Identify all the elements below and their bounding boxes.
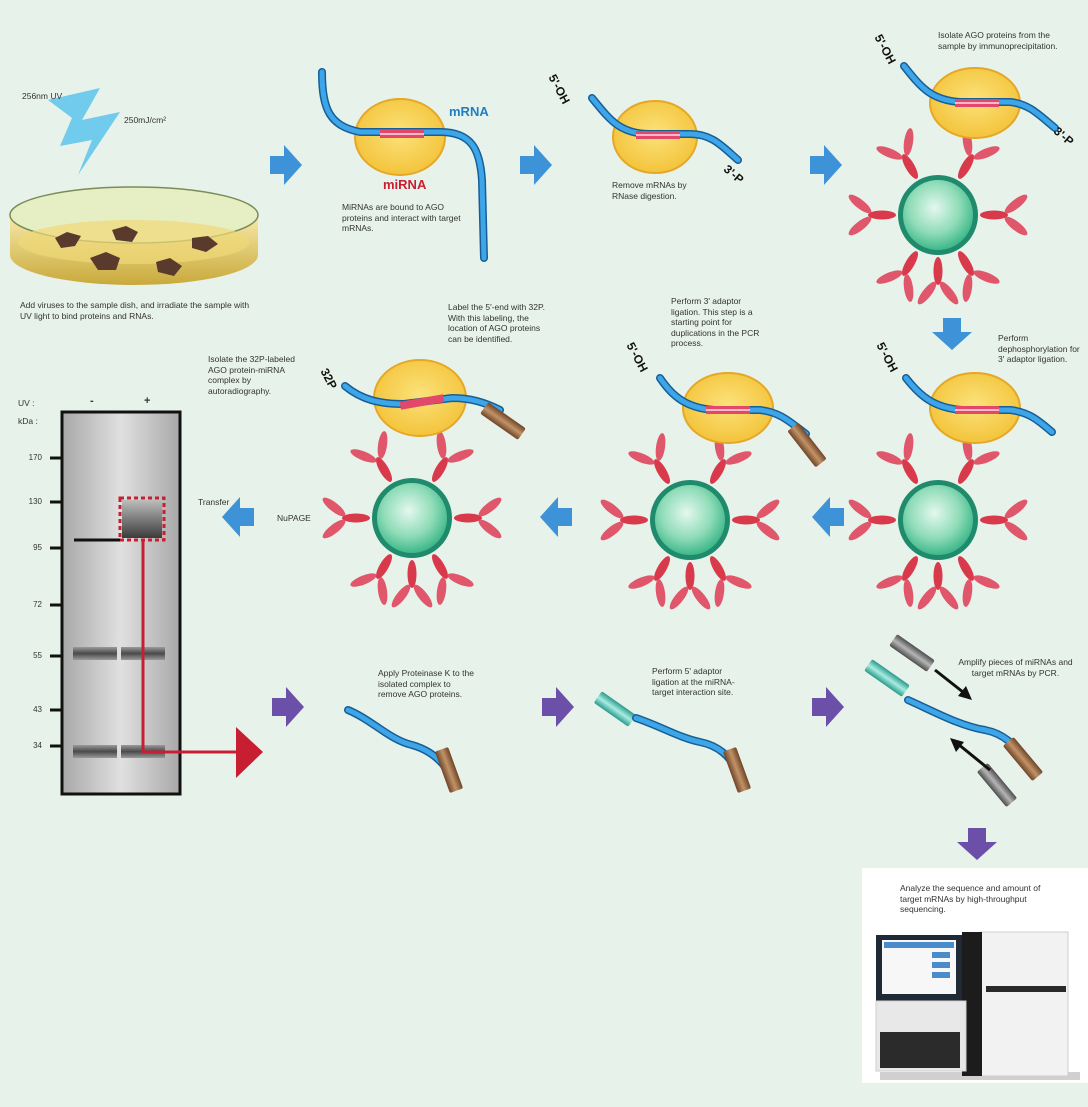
marker-55: 55 <box>33 651 42 660</box>
step12-text: Analyze the sequence and amount of targe… <box>900 883 1041 914</box>
step5-text: Perform dephosphorylation for 3' adaptor… <box>998 333 1080 364</box>
sequencer-machine-icon <box>862 868 1088 1083</box>
immunoprecipitation-bead <box>846 62 1059 307</box>
step7-text: Label the 5'-end with 32P. With this lab… <box>448 302 545 344</box>
step3-text: Remove mRNAs by RNase digestion. <box>612 180 687 201</box>
flow-arrow-6 <box>540 497 572 537</box>
marker-130: 130 <box>28 497 42 506</box>
flow-arrow-9 <box>542 687 574 727</box>
marker-72: 72 <box>33 600 42 609</box>
marker-43: 43 <box>33 705 42 714</box>
gel-kda-label: kDa : <box>18 416 38 426</box>
flow-arrow-11 <box>957 828 997 860</box>
flow-arrow-10 <box>812 687 844 727</box>
flow-arrow-3 <box>810 145 842 185</box>
flow-arrow-5 <box>812 497 844 537</box>
petri-dish-icon <box>9 186 259 285</box>
flow-arrow-4 <box>932 318 972 350</box>
transfer-label: Transfer <box>198 497 230 507</box>
marker-95: 95 <box>33 543 42 552</box>
labeled-complex <box>320 359 526 610</box>
pcr-amplification <box>864 634 1043 807</box>
step4-text: Isolate AGO proteins from the sample by … <box>938 30 1058 51</box>
flow-arrow-1 <box>270 145 302 185</box>
uv-label: 256nm UV <box>22 91 63 101</box>
flow-arrow-8 <box>272 687 304 727</box>
marker-34: 34 <box>33 741 42 750</box>
rna-fragment <box>344 706 463 793</box>
mrna-label: mRNA <box>449 104 489 119</box>
ago-mirna-complex <box>588 94 742 174</box>
dose-label: 250mJ/cm² <box>124 115 167 125</box>
adaptor-ligated-complex <box>598 372 826 612</box>
step8-text: Isolate the 32P-labeled AGO protein-miRN… <box>208 354 295 396</box>
marker-170: 170 <box>28 453 42 462</box>
gel-uv-label: UV : <box>18 398 35 408</box>
ago-mrna-complex <box>318 68 488 262</box>
flow-arrow-2 <box>520 145 552 185</box>
dual-adaptor-fragment <box>594 692 751 793</box>
uv-lightning-icon <box>48 88 120 175</box>
nupage-label: NuPAGE <box>277 513 311 523</box>
step11-text: Amplify pieces of miRNAs and target mRNA… <box>958 657 1073 678</box>
step2-text: MiRNAs are bound to AGO proteins and int… <box>342 202 461 233</box>
step9-text: Apply Proteinase K to the isolated compl… <box>378 668 474 699</box>
step1-text: Add viruses to the sample dish, and irra… <box>20 300 250 321</box>
dephosphorylated-complex <box>846 372 1056 612</box>
step10-text: Perform 5' adaptor ligation at the miRNA… <box>652 666 735 697</box>
mirna-label: miRNA <box>383 177 427 192</box>
step6-text: Perform 3' adaptor ligation. This step i… <box>671 296 760 348</box>
gel-panel <box>50 410 263 796</box>
gel-minus-label: - <box>90 395 94 407</box>
gel-plus-label: + <box>144 395 151 407</box>
